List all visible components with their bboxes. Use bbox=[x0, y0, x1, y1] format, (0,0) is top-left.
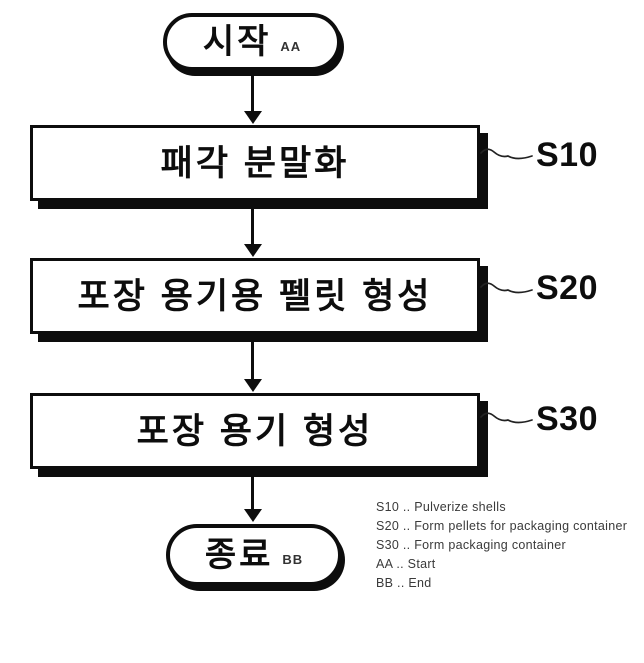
process-label-s20: 포장 용기용 펠릿 형성 bbox=[77, 276, 433, 316]
start-terminal: 시작 AA bbox=[163, 13, 341, 71]
leader-squiggle-icon bbox=[480, 282, 533, 294]
flow-arrow-down-icon bbox=[251, 209, 254, 245]
legend-item: S10 .. Pulverize shells bbox=[376, 500, 506, 514]
process-label-s10: 패각 분말화 bbox=[160, 143, 350, 183]
legend-item: S30 .. Form packaging container bbox=[376, 538, 566, 552]
step-ref-s30: S30 bbox=[536, 400, 598, 438]
process-box-s20: 포장 용기용 펠릿 형성 bbox=[30, 258, 480, 334]
step-ref-s20: S20 bbox=[536, 269, 598, 307]
leader-squiggle-icon bbox=[480, 412, 533, 424]
legend-item: S20 .. Form pellets for packaging contai… bbox=[376, 519, 628, 533]
step-ref-s10: S10 bbox=[536, 136, 598, 174]
leader-squiggle-icon bbox=[480, 148, 533, 160]
legend-item: AA .. Start bbox=[376, 557, 436, 571]
end-label: 종료 bbox=[204, 536, 274, 574]
legend: S10 .. Pulverize shells S20 .. Form pell… bbox=[376, 498, 627, 593]
end-terminal: 종료 BB bbox=[166, 524, 342, 586]
flow-arrow-down-icon bbox=[251, 73, 254, 112]
process-box-s10: 패각 분말화 bbox=[30, 125, 480, 201]
flow-arrow-down-icon bbox=[251, 342, 254, 380]
start-label: 시작 bbox=[202, 23, 272, 61]
end-ref-label: BB bbox=[282, 551, 304, 567]
legend-item: BB .. End bbox=[376, 576, 432, 590]
flow-arrow-down-icon bbox=[251, 477, 254, 510]
process-label-s30: 포장 용기 형성 bbox=[136, 411, 374, 451]
start-ref-label: AA bbox=[280, 38, 302, 54]
process-box-s30: 포장 용기 형성 bbox=[30, 393, 480, 469]
